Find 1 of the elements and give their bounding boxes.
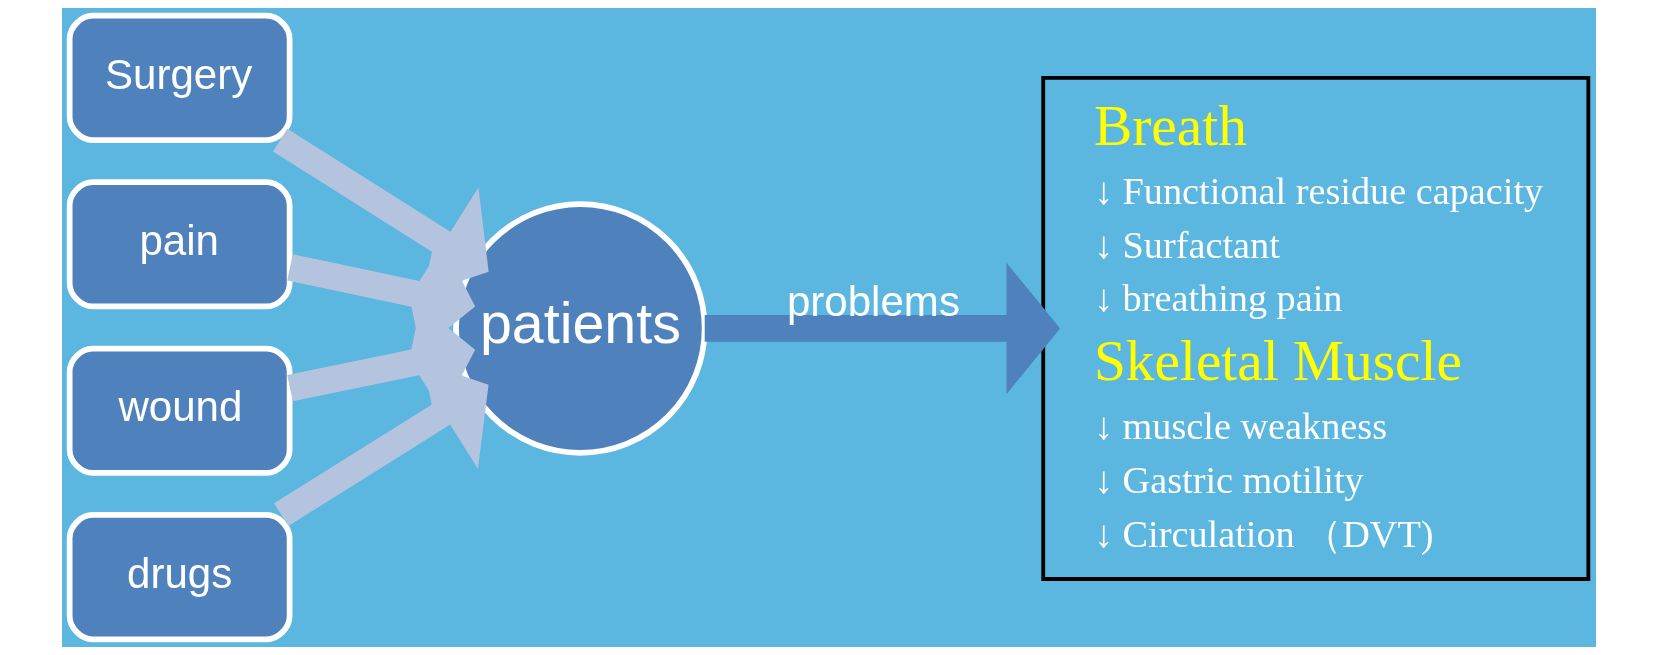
edge-label: problems xyxy=(786,278,960,326)
